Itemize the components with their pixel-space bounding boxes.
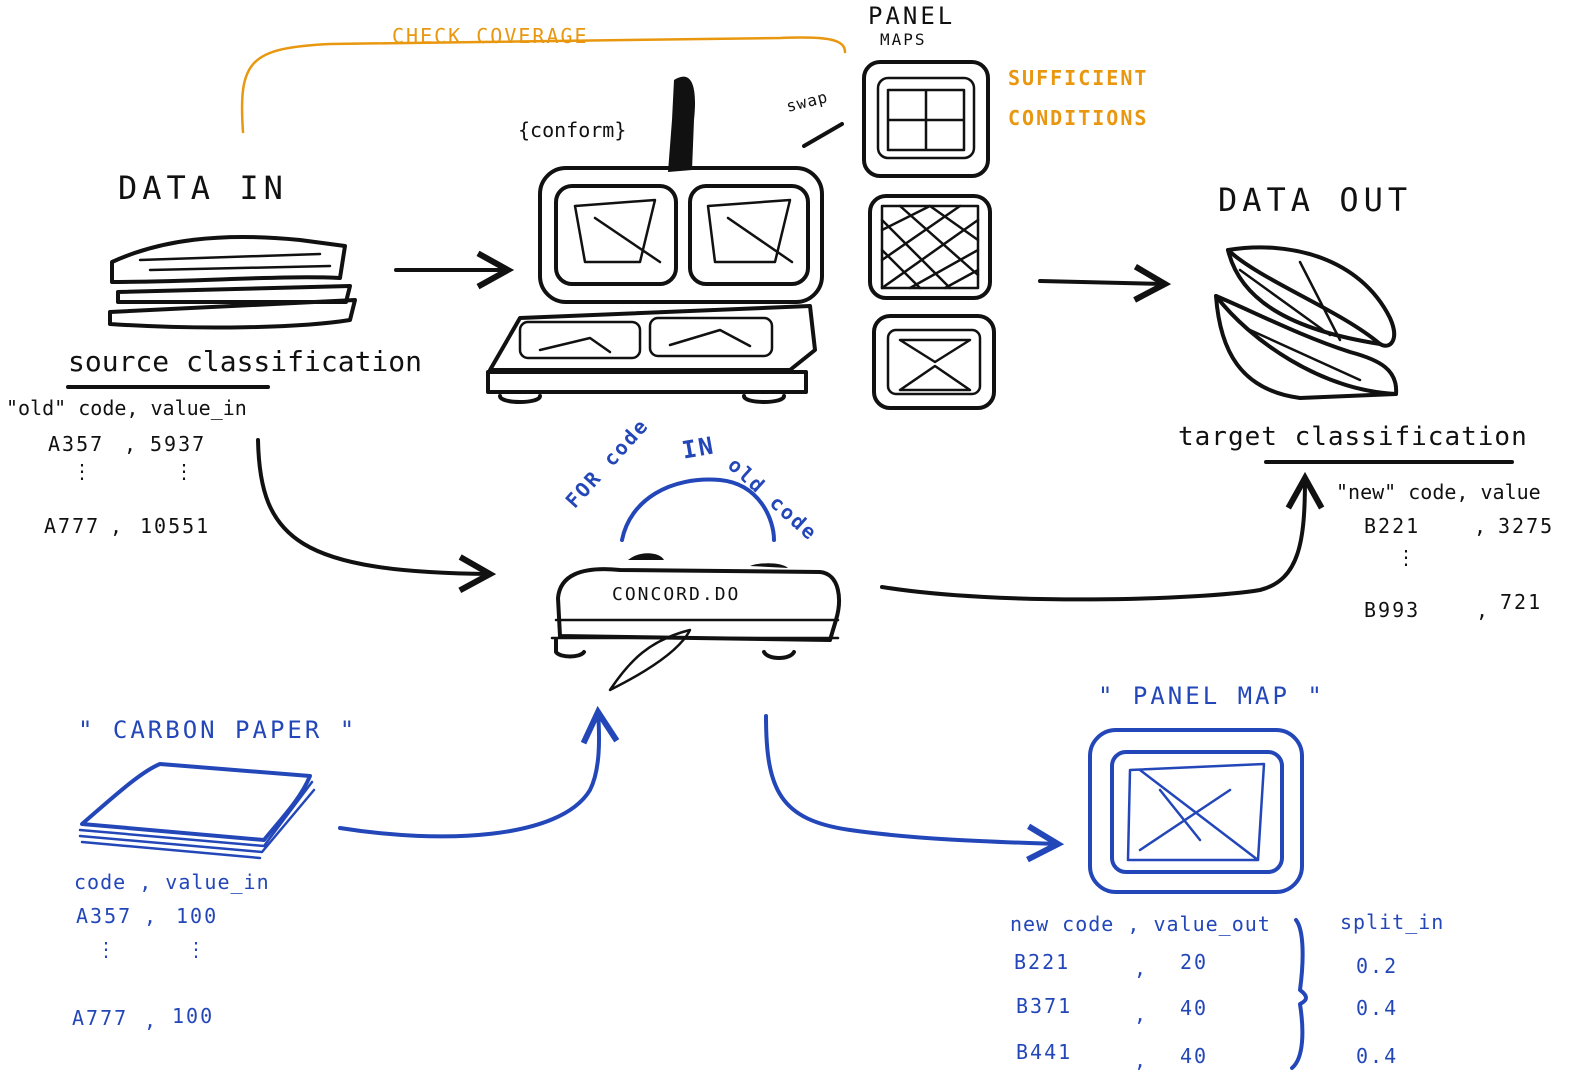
- data-out-header: "new" code, value: [1336, 480, 1541, 504]
- split-header: split_in: [1340, 910, 1445, 934]
- panel-map-grid-icon: [862, 60, 990, 178]
- waffle-machine-icon: [486, 76, 824, 404]
- conditions-label: CONDITIONS: [1008, 106, 1149, 130]
- carbon-paper-stack-icon: [78, 762, 316, 860]
- sufficient-label: SUFFICIENT: [1008, 66, 1149, 90]
- swap-arrow: [802, 122, 844, 148]
- carbon-paper-header: code , value_in: [74, 870, 270, 894]
- data-out-row-1-sep: ,: [1474, 514, 1489, 538]
- carbon-row-1-value: 100: [176, 904, 219, 928]
- data-in-stack-icon: [108, 235, 357, 330]
- data-out-row-1-value: 3275: [1498, 514, 1555, 538]
- panel-map-header: new code , value_out: [1010, 912, 1271, 936]
- carbon-row-2-code: A777: [72, 1006, 129, 1030]
- carbon-ellipsis-2: ⋮: [186, 937, 208, 961]
- data-out-ellipsis: ⋮: [1396, 545, 1418, 569]
- panel-row-3-code: B441: [1016, 1040, 1073, 1064]
- panel-row-3-sep: ,: [1134, 1048, 1149, 1072]
- check-coverage-loop: [240, 36, 847, 134]
- carbon-row-2-sep: ,: [144, 1008, 159, 1032]
- data-in-header: "old" code, value_in: [6, 396, 247, 420]
- panel-row-2-value: 40: [1180, 996, 1209, 1020]
- data-out-row-2-sep: ,: [1476, 598, 1491, 622]
- in-label: IN: [679, 431, 718, 465]
- panel-maps-title: PANEL: [868, 2, 956, 30]
- panel-map-lattice-icon: [868, 194, 992, 300]
- arrow-concord-to-out: [880, 471, 1325, 602]
- source-classification-label: source classification: [68, 345, 423, 378]
- panel-row-1-sep: ,: [1134, 956, 1149, 980]
- split-brace: [1290, 918, 1308, 1070]
- panel-row-3-value: 40: [1180, 1044, 1209, 1068]
- data-in-row-2-code: A777: [44, 514, 101, 538]
- panel-row-1-split: 0.2: [1356, 954, 1399, 978]
- panel-row-3-split: 0.4: [1356, 1044, 1399, 1068]
- concord-device-icon: [550, 553, 841, 692]
- panel-row-2-split: 0.4: [1356, 996, 1399, 1020]
- data-out-sandwich-icon: [1214, 245, 1399, 400]
- data-out-row-2-code: B993: [1364, 598, 1421, 622]
- data-in-row-2-value: 10551: [140, 514, 211, 538]
- panel-map-icon: [1088, 728, 1304, 894]
- data-in-row-1-sep: ,: [124, 432, 139, 456]
- data-in-ellipsis-1: ⋮: [72, 459, 94, 483]
- arrow-machine-to-out: [1038, 264, 1172, 303]
- panel-row-1-value: 20: [1180, 950, 1209, 974]
- carbon-paper-title: " CARBON PAPER ": [78, 716, 358, 744]
- panel-row-1-code: B221: [1014, 950, 1071, 974]
- carbon-row-1-sep: ,: [144, 904, 159, 928]
- data-in-ellipsis-2: ⋮: [174, 459, 196, 483]
- data-out-title: DATA OUT: [1218, 181, 1413, 219]
- data-in-title: DATA IN: [118, 169, 288, 207]
- data-out-row-1-code: B221: [1364, 514, 1421, 538]
- arrow-carbon-to-concord: [338, 705, 620, 839]
- data-in-row-2-sep: ,: [110, 514, 125, 538]
- panel-row-2-sep: ,: [1134, 1002, 1149, 1026]
- conform-label: {conform}: [518, 118, 627, 142]
- carbon-ellipsis-1: ⋮: [96, 937, 118, 961]
- check-coverage-label: CHECK COVERAGE: [392, 24, 589, 48]
- data-out-row-2-value: 721: [1500, 590, 1543, 614]
- arrow-concord-to-panel-map: [764, 714, 1065, 863]
- panel-row-2-code: B371: [1016, 994, 1073, 1018]
- panel-map-title: " PANEL MAP ": [1098, 682, 1325, 710]
- data-in-row-1-code: A357: [48, 432, 105, 456]
- arrow-in-to-concord: [256, 438, 497, 593]
- panel-maps-subtitle: MAPS: [880, 30, 927, 49]
- panel-map-cross-icon: [872, 314, 996, 410]
- target-classification-label: target classification: [1178, 422, 1528, 452]
- for-loop-arc: [620, 477, 776, 542]
- carbon-row-1-code: A357: [76, 904, 133, 928]
- data-in-row-1-value: 5937: [150, 432, 207, 456]
- carbon-row-2-value: 100: [172, 1004, 215, 1028]
- concord-device-label: CONCORD.DO: [612, 584, 741, 605]
